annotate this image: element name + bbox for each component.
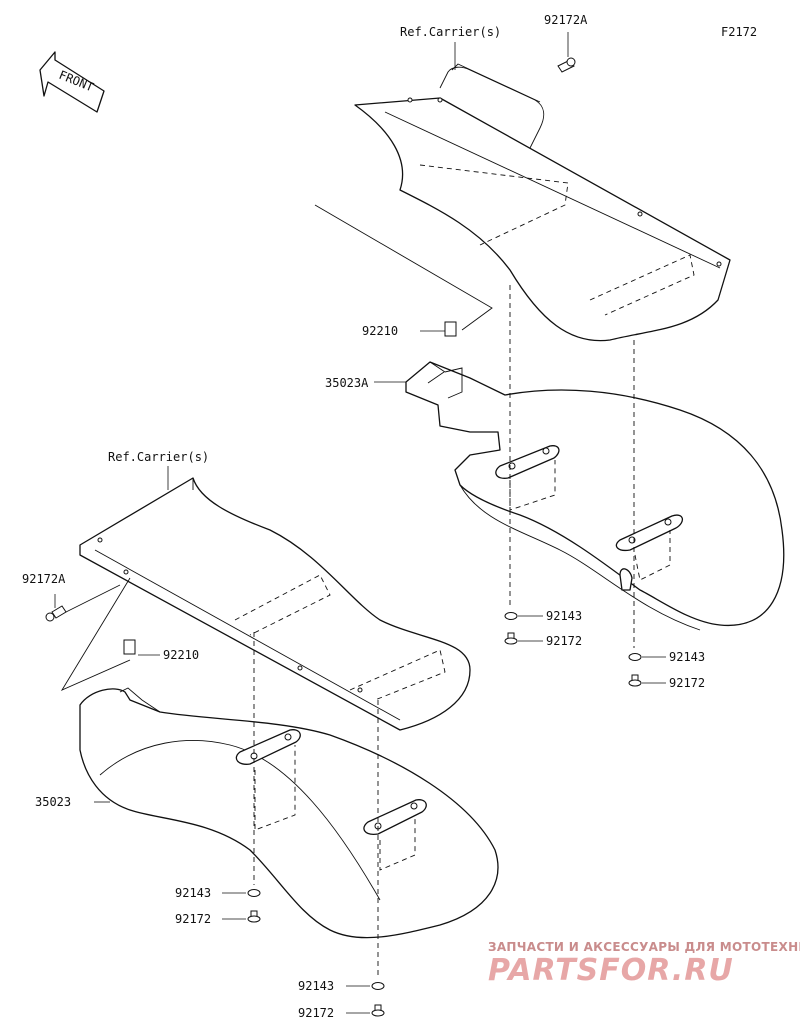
diagram-code: F2172 (721, 25, 757, 39)
watermark-tagline: ЗАПЧАСТИ И АКСЕССУАРЫ ДЛЯ МОТОТЕХНИКИ (488, 940, 800, 954)
upper-carrier (314, 63, 731, 342)
screw-92172a-top (557, 57, 576, 73)
cover-35023 (79, 687, 499, 939)
bolt-92172-upper-1 (504, 632, 518, 645)
label-92172a-side: 92172A (22, 572, 66, 586)
label-35023: 35023 (35, 795, 71, 809)
collar-92143-lower-2 (371, 982, 385, 990)
collar-92143-upper-1 (504, 612, 518, 620)
screw-92172a-side (45, 605, 67, 622)
watermark-logo: PARTSFOR.RU (488, 953, 734, 988)
nut-92210-upper (444, 321, 457, 337)
label-92143-lower-1: 92143 (175, 886, 211, 900)
bolt-92172-lower-2 (371, 1004, 385, 1017)
watermark: ЗАПЧАСТИ И АКСЕССУАРЫ ДЛЯ МОТОТЕХНИКИ PA… (488, 940, 800, 988)
label-92210-lower: 92210 (163, 648, 199, 662)
label-92210-upper: 92210 (362, 324, 398, 338)
label-92172a-top: 92172A (544, 13, 588, 27)
label-92172-upper-2: 92172 (669, 676, 705, 690)
label-92172-lower-1: 92172 (175, 912, 211, 926)
label-ref-carrier-lower: Ref.Carrier(s) (108, 450, 209, 464)
label-92143-lower-2: 92143 (298, 979, 334, 993)
label-92172-upper-1: 92172 (546, 634, 582, 648)
label-92143-upper-1: 92143 (546, 609, 582, 623)
label-35023a: 35023A (325, 376, 369, 390)
cover-35023a (405, 361, 785, 631)
front-arrow-icon: FRONT (39, 51, 105, 113)
collar-92143-upper-2 (628, 653, 642, 661)
upper-assembly: 92172A Ref.Carrier(s) 92210 35023A (314, 13, 785, 690)
bolt-92172-upper-2 (628, 674, 642, 687)
collar-92143-lower-1 (247, 889, 261, 897)
label-92143-upper-2: 92143 (669, 650, 705, 664)
label-ref-carrier-upper: Ref.Carrier(s) (400, 25, 501, 39)
lower-assembly: Ref.Carrier(s) 92172A 92210 (22, 450, 499, 1020)
nut-92210-lower (123, 639, 136, 655)
lower-carrier (79, 477, 471, 731)
label-92172-lower-2: 92172 (298, 1006, 334, 1020)
bolt-92172-lower-1 (247, 910, 261, 923)
